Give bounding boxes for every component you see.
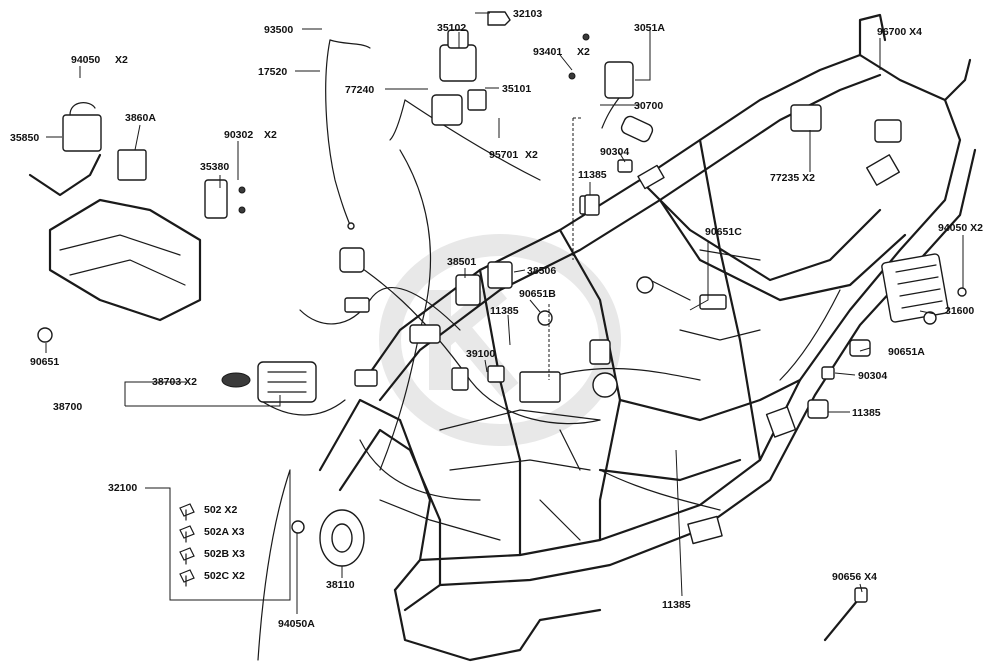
label-90651: 90651 — [30, 356, 59, 368]
label-90651C: 90651C — [705, 226, 742, 238]
label-96700: 96700 X4 — [877, 26, 922, 38]
label-3860A: 3860A — [125, 112, 156, 124]
label-502B: 502B X3 — [204, 548, 245, 560]
cable-clip-icon — [179, 525, 195, 543]
leader-lines — [45, 12, 964, 614]
fuse-box — [221, 361, 317, 403]
label-17520: 17520 — [258, 66, 287, 78]
label-90302-qty: X2 — [264, 129, 277, 141]
label-77240: 77240 — [345, 84, 374, 96]
ignition-switch — [431, 29, 487, 126]
label-94050-top: 94050 — [71, 54, 100, 66]
label-35850: 35850 — [10, 132, 39, 144]
label-11385-right: 11385 — [852, 407, 881, 419]
part-labels: 93500 32103 35102 3051A 96700 X4 94050 X… — [10, 8, 983, 630]
label-38501: 38501 — [447, 256, 476, 268]
label-90651B: 90651B — [519, 288, 556, 300]
label-502C: 502C X2 — [204, 570, 245, 582]
cable-tie — [823, 587, 868, 642]
label-94050-right: 94050 X2 — [938, 222, 983, 234]
horn — [291, 509, 365, 567]
label-39100: 39100 — [466, 348, 495, 360]
cap-32103 — [487, 11, 511, 26]
label-93401-qty: X2 — [577, 46, 590, 58]
label-35101: 35101 — [502, 83, 531, 95]
wiring-harness — [257, 39, 841, 661]
label-38703: 38703 X2 — [152, 376, 197, 388]
label-90656: 90656 X4 — [832, 571, 877, 583]
cable-clip-icon — [179, 547, 195, 565]
label-77235: 77235 X2 — [770, 172, 815, 184]
label-95701-qty: X2 — [525, 149, 538, 161]
label-93500: 93500 — [264, 24, 293, 36]
label-38506: 38506 — [527, 265, 556, 277]
label-90302: 90302 — [224, 129, 253, 141]
label-3051A: 3051A — [634, 22, 665, 34]
label-11385-top: 11385 — [578, 169, 607, 181]
cable-clip-icon — [179, 503, 195, 521]
clip-icon-legend — [179, 503, 195, 587]
label-94050A: 94050A — [278, 618, 315, 630]
label-95701: 95701 — [489, 149, 518, 161]
label-38700: 38700 — [53, 401, 82, 413]
relay-35380 — [204, 179, 228, 219]
ignition-coil — [568, 33, 654, 143]
label-35102: 35102 — [437, 22, 466, 34]
starter-relay-bracket — [28, 102, 246, 322]
label-90304-right: 90304 — [858, 370, 887, 382]
relay-3860A — [117, 149, 147, 181]
voltage-regulator — [881, 253, 967, 325]
label-32103: 32103 — [513, 8, 542, 20]
label-90651A: 90651A — [888, 346, 925, 358]
label-11385-bottom: 11385 — [662, 599, 691, 611]
label-93401: 93401 — [533, 46, 562, 58]
label-30700: 30700 — [634, 100, 663, 112]
cable-clip-icon — [179, 569, 195, 587]
label-502: 502 X2 — [204, 504, 237, 516]
label-32100: 32100 — [108, 482, 137, 494]
label-502A: 502A X3 — [204, 526, 245, 538]
starter-relay — [62, 114, 102, 152]
main-frame — [318, 13, 977, 662]
label-38110: 38110 — [326, 579, 355, 591]
label-90304-top: 90304 — [600, 146, 629, 158]
label-94050-top-qty: X2 — [115, 54, 128, 66]
label-35380: 35380 — [200, 161, 229, 173]
misc-connectors — [37, 104, 902, 419]
label-11385-mid: 11385 — [490, 305, 519, 317]
label-31600: 31600 — [945, 305, 974, 317]
